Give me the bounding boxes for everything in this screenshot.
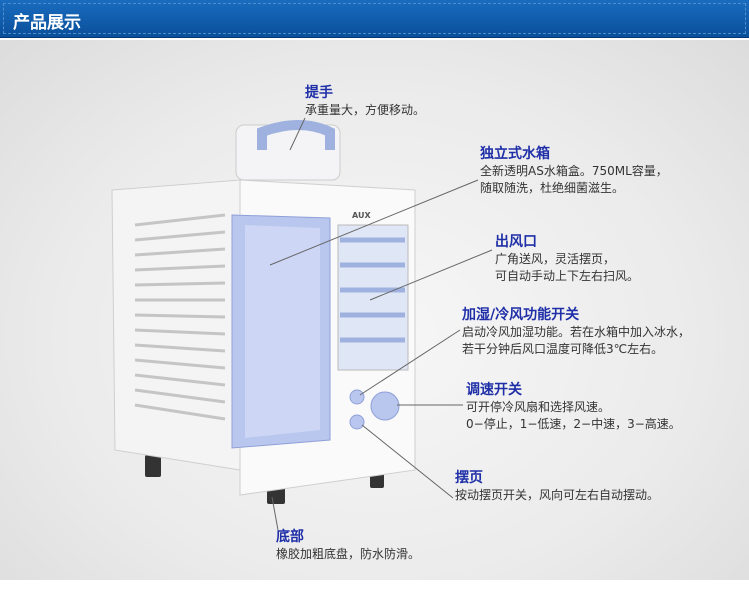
callout-speed-switch: 调速开关 可开停冷风扇和选择风速。 0−停止，1−低速，2−中速，3−高速。 [466, 382, 681, 431]
swing-switch [349, 414, 365, 430]
callout-humidify-switch: 加湿/冷风功能开关 启动冷风加湿功能。若在水箱中加入冰水， 若干分钟后风口温度可… [462, 307, 691, 356]
humidify-switch [349, 389, 365, 405]
section-header: 产品展示 [0, 0, 749, 38]
callout-handle: 提手 承重量大，方便移动。 [305, 85, 426, 117]
callout-water-tank: 独立式水箱 全新透明AS水箱盒。750ML容量， 随取随洗，杜绝细菌滋生。 [480, 146, 668, 195]
brand-logo: AUX [352, 211, 371, 220]
side-grille [134, 213, 226, 421]
speed-knob [370, 391, 400, 421]
callout-air-outlet: 出风口 广角送风，灵活摆页， 可自动手动上下左右扫风。 [495, 234, 640, 283]
callout-swing: 摆页 按动摆页开关，风向可左右自动摆动。 [455, 470, 660, 502]
callout-base: 底部 橡胶加粗底盘，防水防滑。 [276, 529, 421, 561]
section-title: 产品展示 [13, 13, 81, 33]
